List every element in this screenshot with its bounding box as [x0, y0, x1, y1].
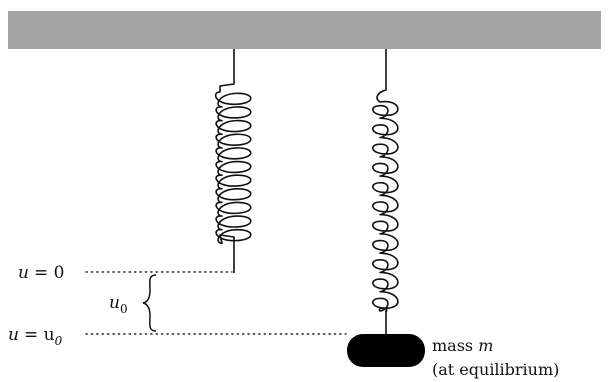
left-spring-unstretched — [214, 49, 252, 273]
ceiling-bar — [8, 11, 601, 49]
u-u0-label: u= u0 — [8, 325, 63, 348]
left-spring-coil — [214, 83, 252, 245]
displacement-brace — [142, 274, 157, 332]
right-spring-stretched — [372, 49, 399, 336]
u-zero-label: u= 0 — [18, 263, 64, 283]
mass-label: mass m — [432, 336, 493, 355]
displacement-label: u0 — [109, 293, 128, 316]
mass-equilibrium-note: (at equilibrium) — [432, 360, 559, 379]
right-spring-coil — [372, 89, 399, 313]
mass-block — [347, 334, 425, 367]
